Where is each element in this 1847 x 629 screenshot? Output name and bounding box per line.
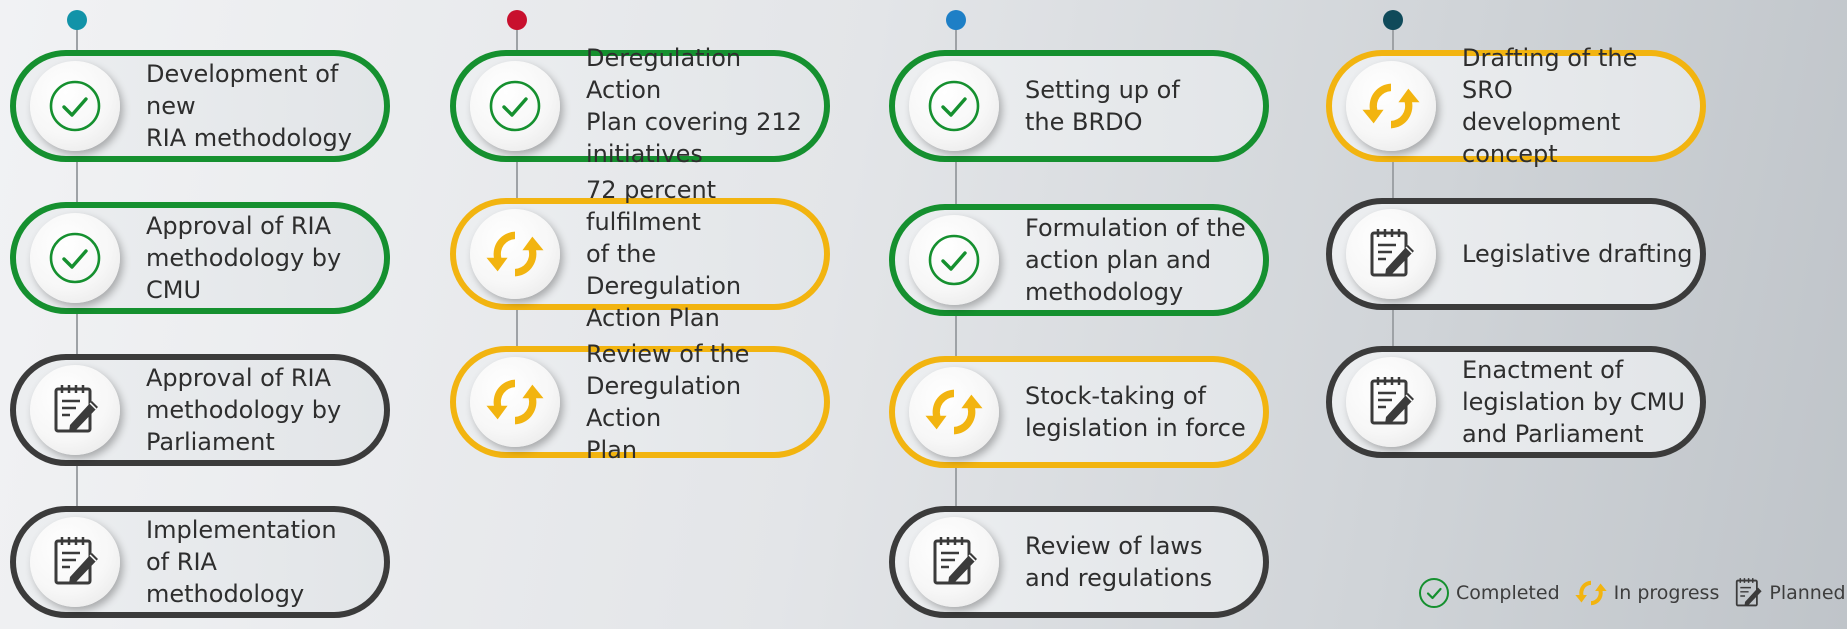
timeline-start-dot <box>946 10 966 30</box>
notepad-pencil-icon <box>30 517 120 607</box>
check-icon <box>1419 578 1449 608</box>
milestone-label: Stock-taking of legislation in force <box>1025 382 1246 442</box>
refresh-arrows-icon <box>1346 61 1436 151</box>
refresh-arrows-icon <box>909 367 999 457</box>
refresh-arrows-icon <box>470 357 560 447</box>
milestone-label: 72 percent fulfilment of the Deregulatio… <box>586 176 742 332</box>
milestone-label: Review of the Deregulation Action Plan <box>586 340 750 464</box>
legend-item-completed: Completed <box>1418 577 1560 609</box>
milestone-card: Formulation of the action plan and metho… <box>889 204 1269 316</box>
timeline-start-dot <box>67 10 87 30</box>
notepad-pencil-icon <box>1736 578 1762 607</box>
timeline-start-dot <box>1383 10 1403 30</box>
check-icon <box>30 213 120 303</box>
refresh-arrows-icon <box>470 209 560 299</box>
milestone-card: Deregulation Action Plan covering 212 in… <box>450 44 830 168</box>
notepad-pencil-icon <box>909 517 999 607</box>
legend-in-progress-label: In progress <box>1613 582 1720 604</box>
milestone-label: Drafting of the SRO development concept <box>1462 44 1638 168</box>
check-icon <box>909 215 999 305</box>
milestone-label: Approval of RIA methodology by Parliamen… <box>146 364 342 456</box>
milestone-label: Review of laws and regulations <box>1025 532 1213 592</box>
refresh-arrows-icon <box>1575 580 1607 606</box>
milestone-card: Enactment of legislation by CMU and Parl… <box>1326 346 1706 458</box>
milestone-card: Implementation of RIA methodology <box>10 506 390 618</box>
notepad-pencil-icon <box>1346 209 1436 299</box>
milestone-card: Drafting of the SRO development concept <box>1326 44 1706 168</box>
milestone-card: 72 percent fulfilment of the Deregulatio… <box>450 176 830 332</box>
check-icon <box>909 61 999 151</box>
legend-completed-label: Completed <box>1456 582 1560 604</box>
milestone-label: Deregulation Action Plan covering 212 in… <box>586 44 802 168</box>
milestone-label: Setting up of the BRDO <box>1025 76 1180 136</box>
milestone-label: Development of new RIA methodology <box>146 60 352 152</box>
milestone-card: Setting up of the BRDO <box>889 50 1269 162</box>
milestone-label: Implementation of RIA methodology <box>146 516 337 608</box>
legend-planned-label: Planned <box>1769 582 1846 604</box>
check-icon <box>470 61 560 151</box>
milestone-card: Approval of RIA methodology by CMU <box>10 202 390 314</box>
legend-item-planned: Planned <box>1733 577 1846 609</box>
milestone-card: Approval of RIA methodology by Parliamen… <box>10 354 390 466</box>
milestone-label: Approval of RIA methodology by CMU <box>146 212 342 304</box>
legend: Completed In progress Planned <box>1418 576 1846 610</box>
milestone-card: Development of new RIA methodology <box>10 50 390 162</box>
milestone-card: Stock-taking of legislation in force <box>889 356 1269 468</box>
milestone-label: Formulation of the action plan and metho… <box>1025 214 1246 306</box>
notepad-pencil-icon <box>1346 357 1436 447</box>
roadmap-column-3: Setting up of the BRDO Formulation of the… <box>879 0 1279 629</box>
roadmap-column-2: Deregulation Action Plan covering 212 in… <box>440 0 840 629</box>
check-icon <box>30 61 120 151</box>
timeline-start-dot <box>507 10 527 30</box>
milestone-card: Review of the Deregulation Action Plan <box>450 340 830 464</box>
milestone-card: Review of laws and regulations <box>889 506 1269 618</box>
milestone-card: Legislative drafting <box>1326 198 1706 310</box>
notepad-pencil-icon <box>30 365 120 455</box>
milestone-label: Legislative drafting <box>1462 240 1693 268</box>
milestone-label: Enactment of legislation by CMU and Parl… <box>1462 356 1685 448</box>
legend-item-in-progress: In progress <box>1574 576 1720 610</box>
